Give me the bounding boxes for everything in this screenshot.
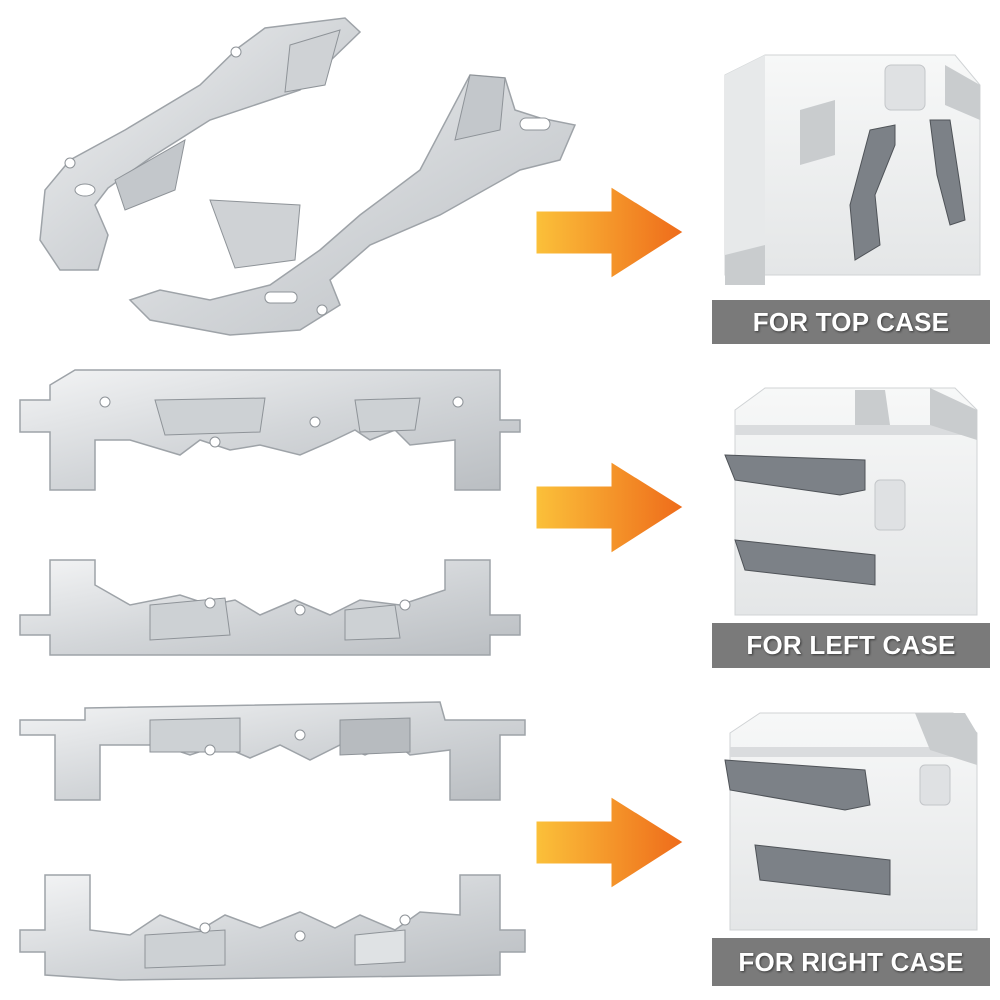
left-case-label: FOR LEFT CASE [712,623,990,668]
top-case-label: FOR TOP CASE [712,300,990,344]
top-case-section: FOR TOP CASE [0,0,1000,360]
arrow-right-icon [533,182,688,283]
right-case-label: FOR RIGHT CASE [712,938,990,986]
arrow-right-icon [533,457,688,558]
right-case-image [724,712,978,931]
left-case-brackets [19,369,521,656]
arrow-right-icon [533,792,688,893]
top-case-brackets [39,17,577,336]
right-case-section: FOR RIGHT CASE [0,690,1000,1000]
top-case-image [724,54,981,285]
left-case-image [724,387,978,616]
right-case-brackets [19,701,526,981]
left-case-section: FOR LEFT CASE [0,360,1000,680]
